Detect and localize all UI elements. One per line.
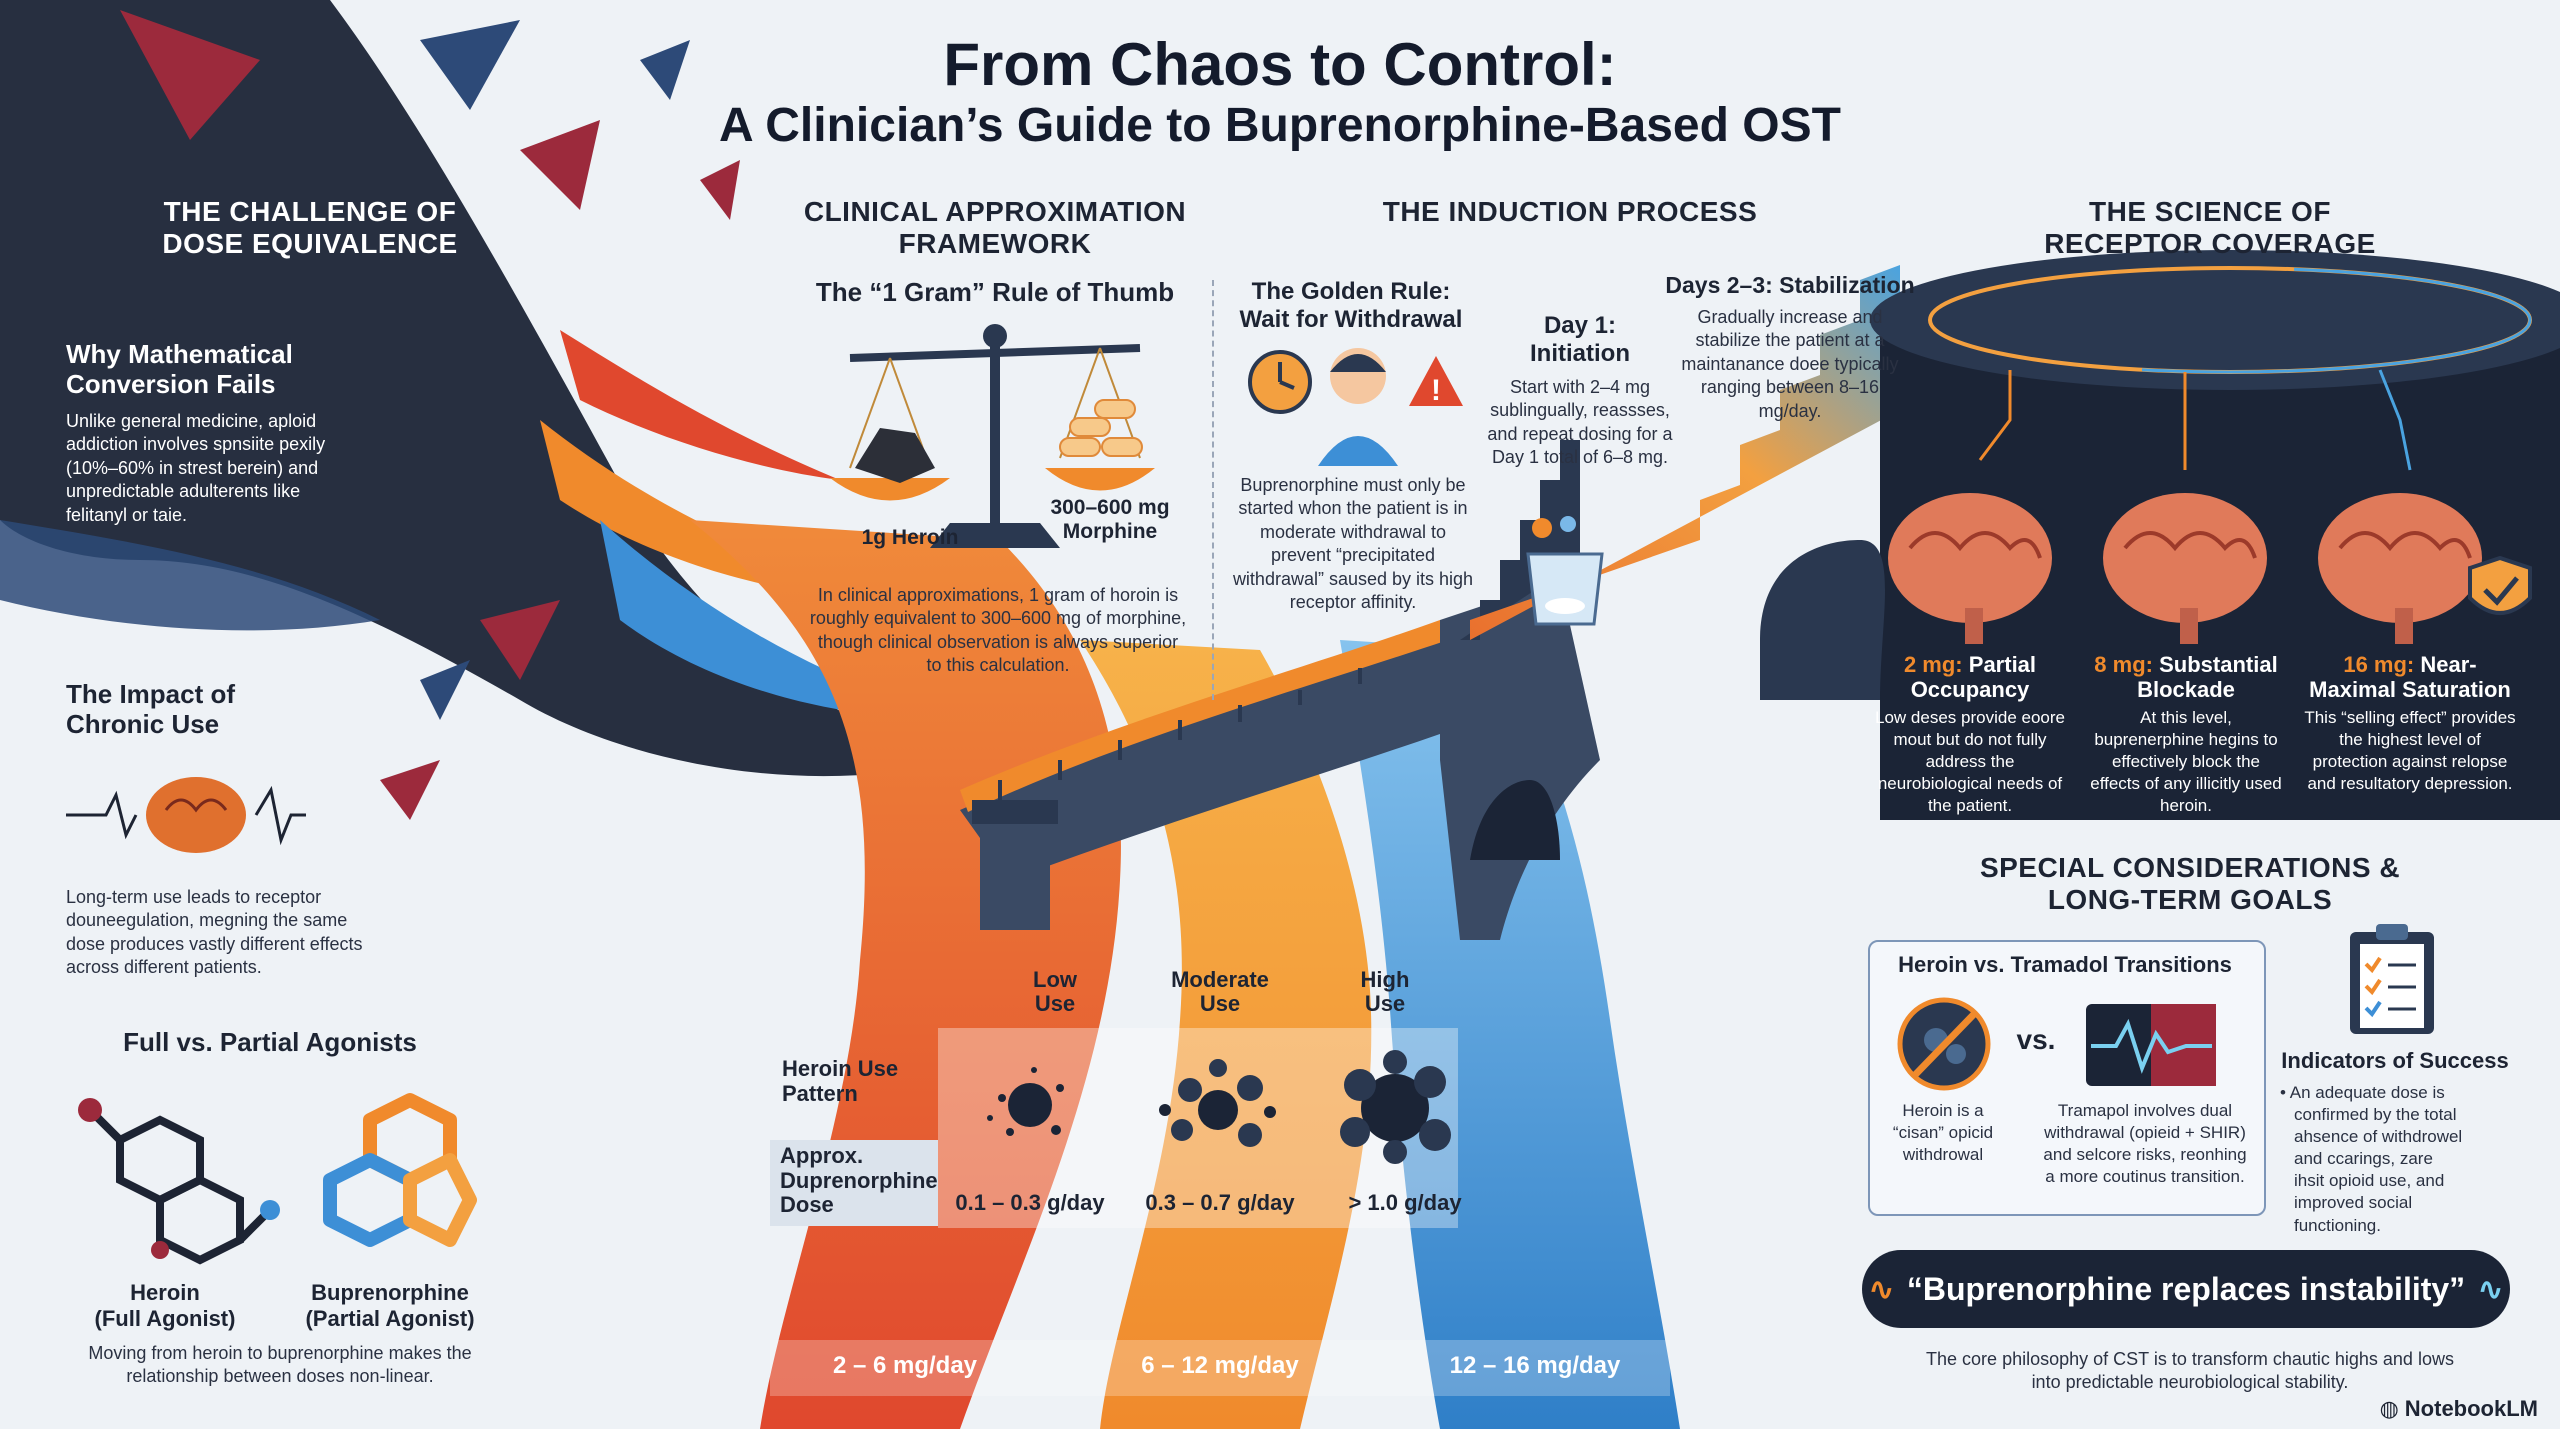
golden-rule-title: The Golden Rule: Wait for Withdrawal: [1239, 278, 1463, 333]
pulse-icon: ∿: [2477, 1271, 2504, 1307]
ribbon-moderate: [1080, 640, 1372, 1429]
approx-dose-row-label: Approx. Duprenorphine Dose: [770, 1140, 938, 1226]
receptor-level-text: Low deses provide eoore mout but do not …: [1875, 707, 2065, 815]
brain-icon-8mg: [2103, 493, 2267, 644]
transition-icons: [1897, 997, 2216, 1091]
heroin-prohibited-icon: [1897, 997, 1991, 1091]
quote-pill: ∿ “Buprenorphine replaces instability” ∿: [1862, 1250, 2510, 1328]
receptor-dose: 2 mg:: [1903, 652, 1963, 677]
brain-pulse-icon: [66, 777, 306, 853]
heroin-amount-moderate: 0.3 – 0.7 g/day: [1145, 1190, 1295, 1215]
agonists-text: Moving from heroin to buprenorphine make…: [88, 1343, 472, 1387]
withdrawal-patient-icon: !: [1248, 348, 1463, 466]
brain-icon-16mg: [2318, 493, 2532, 644]
balance-scale-icon: [830, 324, 1155, 548]
use-column-moderate: Moderate Use: [1171, 967, 1269, 1017]
vs-label: vs.: [2016, 1024, 2056, 1055]
heroin-weight-label: 1g Heroin: [861, 526, 959, 549]
day1-text: Start with 2–4 mg sublingually, reassses…: [1487, 377, 1673, 468]
success-title: Indicators of Success: [2281, 1048, 2509, 1073]
heroin-transition-text: Heroin is a “cisan” opicid withdrowal: [1892, 1101, 1994, 1165]
heroin-sub-label: (Full Agonist): [94, 1306, 236, 1331]
receptor-level-text: At this level, buprenerphine hegins to e…: [2090, 707, 2282, 815]
day1-title: Day 1: Initiation: [1530, 312, 1630, 367]
success-text: An adequate dose is confirmed by the tot…: [2289, 1083, 2463, 1235]
pulse-icon: ∿: [1868, 1271, 1895, 1307]
svg-text:!: !: [1431, 374, 1441, 407]
heroin-amount-high: > 1.0 g/day: [1348, 1190, 1462, 1215]
receptor-level-2mg: 2 mg: Partial Occupancy Low deses provid…: [1870, 652, 2070, 817]
ribbon-high: [1340, 640, 1680, 1429]
buprenorphine-molecule-icon: [323, 1093, 477, 1247]
brain-icon-2mg: [1888, 493, 2052, 644]
particle-cluster-high: [1340, 1050, 1451, 1164]
receptor-level-text: This “selling effect” provides the highe…: [2304, 707, 2516, 793]
days23-text: Gradually increase and stabilize the pat…: [1681, 307, 1899, 421]
brains-row: [1888, 493, 2532, 644]
rule-title: The “1 Gram” Rule of Thumb: [815, 277, 1175, 307]
why-conversion-fails-text: Unlike general medicine, aploid addictio…: [66, 411, 326, 525]
receptor-level-16mg: 16 mg: Near-Maximal Saturation This “sel…: [2300, 652, 2520, 795]
impact-text: Long-term use leads to receptor douneegu…: [66, 887, 363, 978]
page-title: From Chaos to Control:: [943, 31, 1617, 98]
receptor-heading: THE SCIENCE OF RECEPTOR COVERAGE: [2044, 196, 2376, 260]
heroin-molecule-icon: [78, 1098, 280, 1265]
bup-dose-high: 12 – 16 mg/day: [1449, 1352, 1621, 1379]
receptor-level-name: Substantial Blockade: [2137, 652, 2278, 703]
particle-cluster-moderate: [1159, 1059, 1276, 1147]
platform-top: [1870, 250, 2560, 390]
page-subtitle: A Clinician’s Guide to Buprenorphine-Bas…: [719, 99, 1841, 152]
golden-rule-text: Buprenorphine must only be started whon …: [1232, 475, 1474, 612]
staircase: [1470, 265, 1900, 640]
tramadol-transition-text: Tramapol involves dual withdrawal (opiei…: [2043, 1101, 2247, 1187]
agonists-title: Full vs. Partial Agonists: [123, 1027, 417, 1057]
bup-dose-moderate: 6 – 12 mg/day: [1141, 1352, 1299, 1379]
notebooklm-logo-icon: ◍: [2379, 1396, 2399, 1421]
induction-heading: THE INDUCTION PROCESS: [1382, 196, 1758, 227]
quote-caption: The core philosophy of CST is to transfo…: [1926, 1349, 2454, 1393]
tramadol-waveform-icon: [2086, 1004, 2216, 1086]
quote-text: “Buprenorphine replaces instability”: [1906, 1271, 2466, 1307]
use-pattern-row-label: Heroin Use Pattern: [782, 1056, 899, 1107]
receptor-dose: 16 mg:: [2343, 652, 2415, 677]
section-divider: [1212, 280, 1214, 700]
use-column-high: High Use: [1360, 967, 1410, 1017]
impact-title: The Impact of Chronic Use: [66, 679, 236, 739]
ribbon-low: [690, 520, 1121, 1429]
transitions-title: Heroin vs. Tramadol Transitions: [1898, 952, 2232, 977]
receptor-level-name: Partial Occupancy: [1910, 652, 2037, 703]
receptor-dose: 8 mg:: [2094, 652, 2153, 677]
receptor-level-8mg: 8 mg: Substantial Blockade At this level…: [2086, 652, 2286, 817]
use-column-low: Low Use: [1033, 967, 1077, 1017]
brand-label: ◍NotebookLM: [2368, 1396, 2538, 1422]
chaos-swirl: [0, 0, 960, 820]
bullet-icon: •: [2280, 1083, 2286, 1102]
particle-clusters: [987, 1050, 1451, 1164]
success-list-item: • An adequate dose is confirmed by the t…: [2280, 1082, 2464, 1237]
challenge-heading: THE CHALLENGE OF DOSE EQUIVALENCE: [162, 196, 458, 260]
bup-dose-low: 2 – 6 mg/day: [832, 1352, 978, 1379]
heroin-amount-low: 0.1 – 0.3 g/day: [955, 1190, 1105, 1215]
framework-heading: CLINICAL APPROXIMATION FRAMEWORK: [803, 196, 1187, 260]
framework-text: In clinical approximations, 1 gram of ho…: [809, 585, 1187, 676]
special-heading: SPECIAL CONSIDERATIONS & LONG-TERM GOALS: [1979, 852, 2401, 916]
buprenorphine-sub-label: (Partial Agonist): [305, 1306, 475, 1331]
morphine-weight-label: 300–600 mg Morphine: [1050, 496, 1170, 543]
why-conversion-fails-title: Why Mathematical Conversion Fails: [66, 339, 293, 399]
dose-cup-icon: [1526, 516, 1604, 626]
dose-band-strip: [770, 1340, 1670, 1396]
particle-cluster-low: [987, 1067, 1064, 1136]
days23-title: Days 2–3: Stabilization: [1665, 272, 1915, 298]
buprenorphine-label: Buprenorphine: [311, 1280, 469, 1305]
receptor-level-name: Near-Maximal Saturation: [2309, 652, 2511, 703]
brand-text: NotebookLM: [2404, 1396, 2538, 1421]
clipboard-checklist-icon: [2350, 924, 2434, 1034]
heroin-label: Heroin: [130, 1280, 200, 1305]
bridge: [960, 440, 1600, 940]
